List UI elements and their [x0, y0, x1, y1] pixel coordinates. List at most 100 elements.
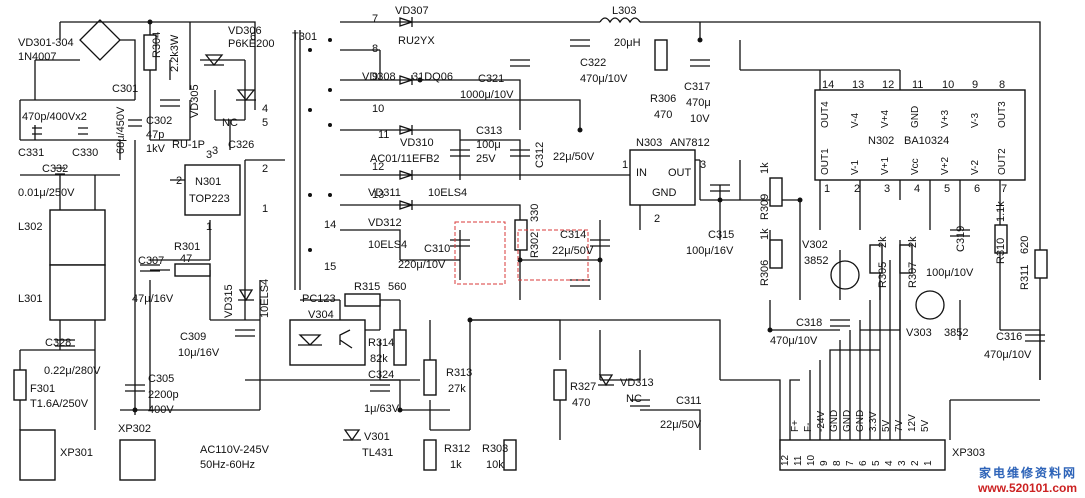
- xp303-signal-10: 5V: [920, 419, 931, 432]
- l301-body: [49, 264, 106, 321]
- t301-pin-13: 13: [372, 189, 384, 201]
- n302-pin-vcc: Vcc: [910, 158, 921, 175]
- v302-val: 3852: [804, 255, 828, 267]
- c316-ref: C316: [996, 331, 1022, 343]
- xp303-signal-6: 3.3V: [868, 411, 879, 432]
- n302-pinnum-4: 4: [914, 183, 920, 195]
- v303-ref: V303: [906, 327, 932, 339]
- r306b-body: [769, 239, 783, 269]
- c312-val: 22μ/50V: [553, 151, 595, 163]
- n303-body: [629, 149, 696, 206]
- n302-pin-out2: OUT2: [997, 148, 1008, 175]
- r311-body: [1034, 249, 1048, 279]
- vd307-ref: VD307: [395, 5, 429, 17]
- r313-body: [423, 359, 437, 396]
- l303-coil: [599, 17, 641, 24]
- l303-val: 20μH: [614, 37, 641, 49]
- f301-ref: F301: [30, 383, 55, 395]
- c328-val: 0.22μ/280V: [44, 365, 101, 377]
- vd310-val: AC01/11EFB2: [370, 153, 440, 165]
- c309-ref: C309: [180, 331, 206, 343]
- n302-val: BA10324: [904, 135, 949, 147]
- c313-val: 100μ: [476, 139, 501, 151]
- v302-ref: V302: [802, 239, 828, 251]
- c321-ref: C321: [478, 73, 504, 85]
- r311-ref: R311: [1019, 265, 1031, 290]
- n302-pinnum-10: 10: [942, 79, 954, 91]
- c322-val: 470μ/10V: [580, 73, 628, 85]
- r314-val: 82k: [370, 353, 388, 365]
- r303-ref: R303: [482, 443, 508, 455]
- r301-body: [174, 263, 211, 277]
- c307-val: 47μ/16V: [132, 293, 174, 305]
- f301-body: [13, 369, 27, 401]
- r307-ref: R307: [907, 262, 919, 288]
- r315-val: 560: [388, 281, 406, 293]
- r302-val: 330: [529, 204, 541, 222]
- vd313-val: NC: [626, 393, 642, 405]
- c311-ref: C311: [676, 395, 701, 407]
- c332-val: 0.01μ/250V: [18, 187, 75, 199]
- pc123-internals: [298, 329, 353, 349]
- r305-val: 2k: [877, 236, 889, 248]
- t301-pin-1: 1: [262, 203, 268, 215]
- c305-val2: 400V: [148, 404, 174, 416]
- r306a-body: [654, 39, 668, 71]
- t301-pin-11: 11: [378, 129, 389, 141]
- c321-val: 1000μ/10V: [460, 89, 514, 101]
- c314-ref: C314: [560, 229, 586, 241]
- n302-pinnum-14: 14: [822, 79, 834, 91]
- ac-in-line1: AC110V-245V: [200, 444, 270, 456]
- r306a-val: 470: [654, 109, 672, 121]
- wires: [19, 19, 1041, 450]
- n303-pin-out: OUT: [668, 167, 692, 179]
- c309-val: 10μ/16V: [178, 347, 220, 359]
- r327-ref: R327: [570, 381, 596, 393]
- xp303-pinnum-2: 2: [910, 460, 921, 466]
- r310-body: [994, 224, 1008, 254]
- watermark: 家电维修资料网 www.520101.com: [978, 466, 1077, 496]
- xp303-pinnum-6: 6: [858, 460, 869, 466]
- pc123-body: [289, 319, 366, 366]
- c307-ref: C307: [138, 255, 164, 267]
- n303-pin-2: 2: [654, 213, 660, 225]
- t301-pin-3: 3: [212, 145, 218, 157]
- n301-pin-2: 2: [176, 175, 182, 187]
- c310-ref: C310: [424, 243, 450, 255]
- r302-body: [514, 219, 528, 251]
- c312-ref: C312: [534, 142, 546, 168]
- n301-body: [184, 164, 241, 216]
- xp303-pinnum-8: 8: [832, 460, 843, 466]
- c301-val: 68μ/450V: [115, 106, 127, 154]
- r301-val: 47: [180, 253, 192, 265]
- n302-pin-v+1: V+1: [880, 156, 891, 175]
- vd311-ref: VD311: [368, 187, 401, 199]
- c302-val: 47p: [146, 129, 164, 141]
- vd315-val: 10ELS4: [259, 279, 271, 318]
- c316-val: 470μ/10V: [984, 349, 1032, 361]
- c315-val: 100μ/16V: [686, 245, 734, 257]
- c332-ref: C332: [42, 163, 68, 175]
- r305-body: [869, 244, 883, 274]
- l303-ref: L303: [612, 5, 636, 17]
- t301-pin-5: 5: [262, 117, 268, 129]
- c318-ref: C318: [796, 317, 822, 329]
- n302-pin-v-4: V-4: [850, 113, 861, 128]
- vd305-ref: VD305: [189, 84, 201, 118]
- t301-ref: T301: [292, 31, 317, 43]
- xp303-signal-4: GND: [842, 410, 853, 432]
- t301-pin-2: 2: [262, 163, 268, 175]
- n302-pin-out3: OUT3: [997, 101, 1008, 128]
- watermark-url: www.520101.com: [978, 481, 1077, 495]
- c317-ref: C317: [684, 81, 710, 93]
- n302-pinnum-8: 8: [999, 79, 1005, 91]
- r310-ref: R310: [995, 238, 1007, 264]
- t301-core: [294, 30, 301, 290]
- c302-val2: 1kV: [146, 143, 166, 155]
- n303-pin-in: IN: [636, 167, 647, 179]
- vd306-ref: VD306: [228, 25, 262, 37]
- xp303-pinnum-5: 5: [871, 460, 882, 466]
